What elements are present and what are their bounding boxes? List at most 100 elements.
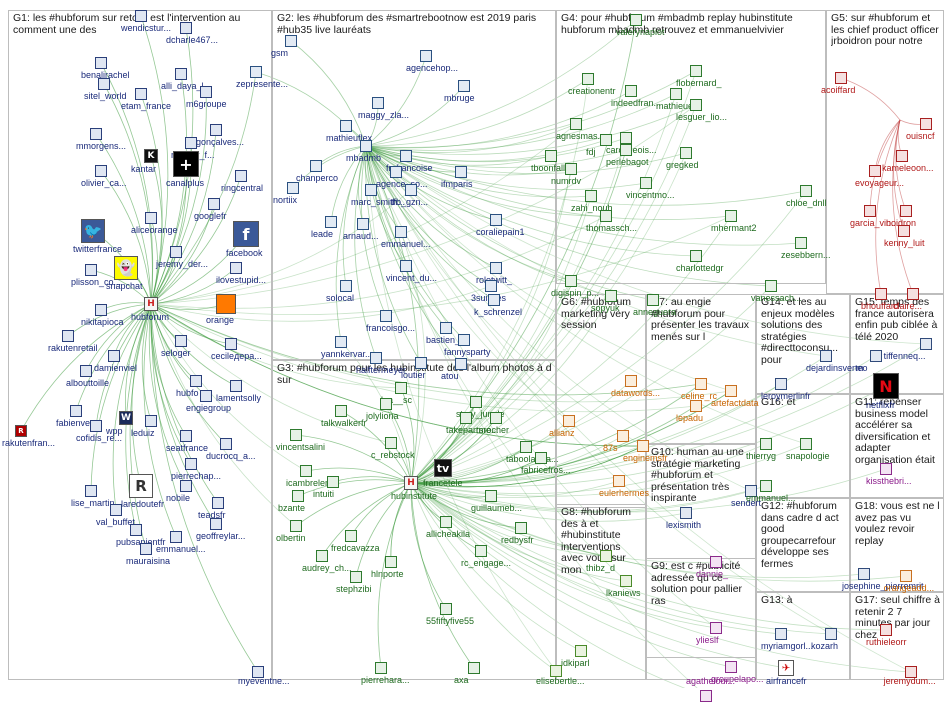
node-avatar-icon[interactable]: [475, 545, 487, 557]
node-avatar-icon[interactable]: [485, 490, 497, 502]
node-avatar-icon[interactable]: [455, 358, 467, 370]
node-avatar-icon[interactable]: [290, 520, 302, 532]
node-avatar-icon[interactable]: [600, 550, 612, 562]
node-avatar-icon[interactable]: [680, 147, 692, 159]
node-avatar-icon[interactable]: [640, 177, 652, 189]
node-avatar-icon[interactable]: [570, 118, 582, 130]
node-avatar-icon[interactable]: [80, 365, 92, 377]
node-avatar-icon[interactable]: [440, 603, 452, 615]
node-avatar-icon[interactable]: tv: [434, 459, 452, 477]
node-avatar-icon[interactable]: [670, 88, 682, 100]
node-avatar-icon[interactable]: [900, 205, 912, 217]
node-avatar-icon[interactable]: [458, 334, 470, 346]
node-avatar-icon[interactable]: [135, 10, 147, 22]
node-avatar-icon[interactable]: K: [144, 149, 158, 163]
node-avatar-icon[interactable]: [335, 405, 347, 417]
node-avatar-icon[interactable]: [370, 352, 382, 364]
node-avatar-icon[interactable]: [316, 550, 328, 562]
node-avatar-icon[interactable]: [440, 322, 452, 334]
node-avatar-icon[interactable]: [365, 184, 377, 196]
node-avatar-icon[interactable]: [545, 150, 557, 162]
node-avatar-icon[interactable]: [340, 280, 352, 292]
node-avatar-icon[interactable]: [775, 628, 787, 640]
node-avatar-icon[interactable]: [327, 476, 339, 488]
node-avatar-icon[interactable]: [90, 420, 102, 432]
node-avatar-icon[interactable]: [710, 622, 722, 634]
node-avatar-icon[interactable]: [896, 150, 908, 162]
node-avatar-icon[interactable]: [390, 166, 402, 178]
node-avatar-icon[interactable]: [252, 666, 264, 678]
node-avatar-icon[interactable]: [710, 556, 722, 568]
node-avatar-icon[interactable]: [600, 134, 612, 146]
node-avatar-icon[interactable]: [725, 210, 737, 222]
node-avatar-icon[interactable]: [760, 438, 772, 450]
node-avatar-icon[interactable]: [210, 518, 222, 530]
node-avatar-icon[interactable]: [690, 400, 702, 412]
node-avatar-icon[interactable]: [170, 531, 182, 543]
node-avatar-icon[interactable]: [488, 294, 500, 306]
node-avatar-icon[interactable]: [375, 662, 387, 674]
node-avatar-icon[interactable]: [185, 458, 197, 470]
node-avatar-icon[interactable]: [695, 378, 707, 390]
node-avatar-icon[interactable]: [200, 390, 212, 402]
node-avatar-icon[interactable]: [565, 163, 577, 175]
node-avatar-icon[interactable]: [216, 294, 236, 314]
node-avatar-icon[interactable]: [395, 382, 407, 394]
node-avatar-icon[interactable]: [745, 485, 757, 497]
node-avatar-icon[interactable]: [335, 336, 347, 348]
node-avatar-icon[interactable]: [292, 490, 304, 502]
node-avatar-icon[interactable]: [470, 396, 482, 408]
node-avatar-icon[interactable]: [820, 350, 832, 362]
node-avatar-icon[interactable]: [110, 504, 122, 516]
node-avatar-icon[interactable]: [340, 120, 352, 132]
node-avatar-icon[interactable]: [617, 430, 629, 442]
node-avatar-icon[interactable]: [250, 66, 262, 78]
node-avatar-icon[interactable]: [620, 132, 632, 144]
node-avatar-icon[interactable]: [380, 310, 392, 322]
node-avatar-icon[interactable]: [565, 275, 577, 287]
node-avatar-icon[interactable]: [145, 212, 157, 224]
node-avatar-icon[interactable]: [550, 665, 562, 677]
node-avatar-icon[interactable]: [325, 216, 337, 228]
node-avatar-icon[interactable]: [345, 530, 357, 542]
node-avatar-icon[interactable]: [585, 190, 597, 202]
node-avatar-icon[interactable]: [230, 262, 242, 274]
node-avatar-icon[interactable]: R: [15, 425, 27, 437]
node-avatar-icon[interactable]: [455, 166, 467, 178]
node-avatar-icon[interactable]: [458, 80, 470, 92]
node-avatar-icon[interactable]: [900, 570, 912, 582]
node-avatar-icon[interactable]: [220, 438, 232, 450]
node-avatar-icon[interactable]: [300, 465, 312, 477]
node-avatar-icon[interactable]: N: [873, 373, 899, 399]
node-avatar-icon[interactable]: [440, 516, 452, 528]
node-avatar-icon[interactable]: +: [173, 151, 199, 177]
node-avatar-icon[interactable]: [180, 430, 192, 442]
node-avatar-icon[interactable]: [864, 205, 876, 217]
node-avatar-icon[interactable]: [98, 78, 110, 90]
node-avatar-icon[interactable]: f: [233, 221, 259, 247]
node-avatar-icon[interactable]: [800, 185, 812, 197]
node-avatar-icon[interactable]: [285, 35, 297, 47]
node-avatar-icon[interactable]: [858, 568, 870, 580]
node-avatar-icon[interactable]: [290, 429, 302, 441]
node-avatar-icon[interactable]: [135, 88, 147, 100]
node-avatar-icon[interactable]: [898, 225, 910, 237]
node-avatar-icon[interactable]: [870, 350, 882, 362]
node-avatar-icon[interactable]: [200, 86, 212, 98]
node-avatar-icon[interactable]: [600, 210, 612, 222]
node-avatar-icon[interactable]: [372, 97, 384, 109]
node-avatar-icon[interactable]: [170, 246, 182, 258]
node-avatar-icon[interactable]: [575, 645, 587, 657]
node-avatar-icon[interactable]: [490, 412, 502, 424]
node-avatar-icon[interactable]: W: [119, 411, 133, 425]
node-avatar-icon[interactable]: H: [404, 476, 418, 490]
node-avatar-icon[interactable]: [605, 290, 617, 302]
node-avatar-icon[interactable]: [680, 507, 692, 519]
node-avatar-icon[interactable]: [647, 294, 659, 306]
node-avatar-icon[interactable]: [620, 575, 632, 587]
node-avatar-icon[interactable]: [385, 437, 397, 449]
node-avatar-icon[interactable]: [180, 22, 192, 34]
node-avatar-icon[interactable]: [637, 440, 649, 452]
node-avatar-icon[interactable]: [765, 280, 777, 292]
node-avatar-icon[interactable]: [800, 438, 812, 450]
